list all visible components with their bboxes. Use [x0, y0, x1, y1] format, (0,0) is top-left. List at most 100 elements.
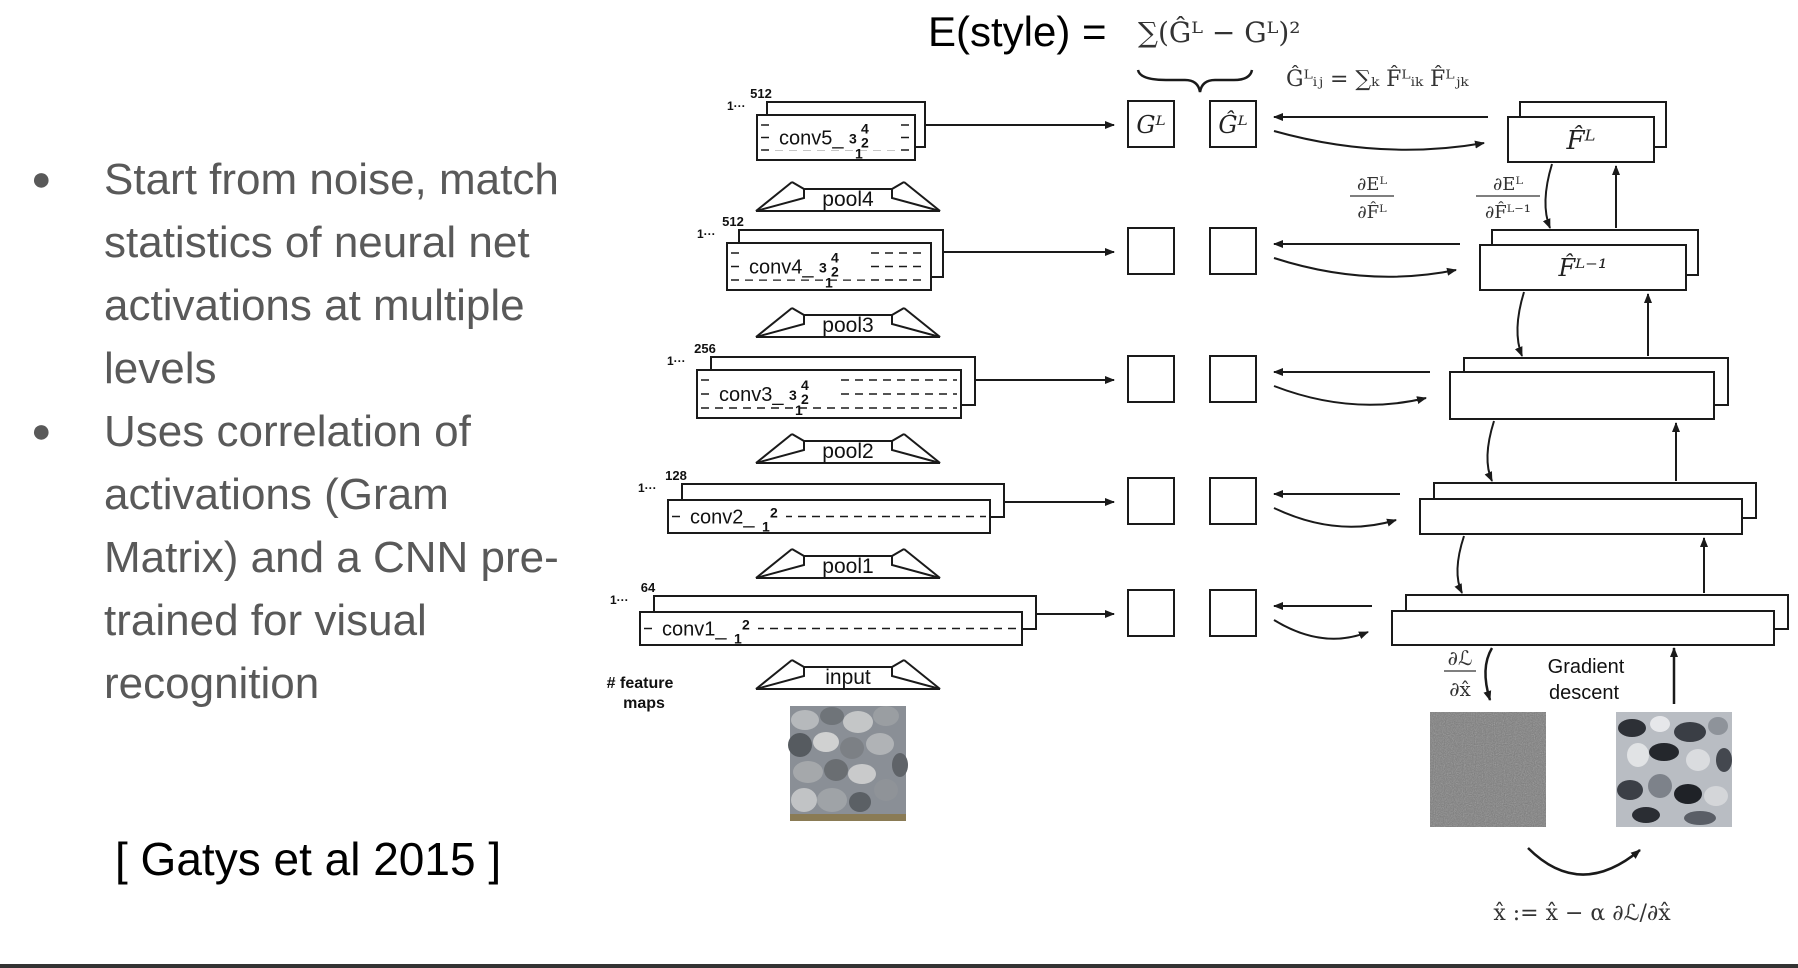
- gram-target-box: [1127, 477, 1175, 525]
- arrow-edge: [791, 548, 805, 557]
- arrow-edge: [791, 433, 805, 442]
- arrow-edge: [791, 307, 805, 316]
- gradient-arrow: [1483, 647, 1494, 701]
- update-curve-arrow: [1527, 847, 1641, 876]
- arrow-edge: [891, 659, 905, 668]
- gradient-descent-label: descent: [1549, 682, 1619, 704]
- arrow-edge: [755, 433, 793, 464]
- pool-arrow: pool3: [755, 307, 941, 338]
- conv-layer-label: conv5_: [779, 128, 844, 150]
- feature-map-one: 1···: [667, 354, 686, 368]
- feature-map-one: 1···: [727, 99, 746, 113]
- layer-index: 3: [819, 260, 827, 276]
- layer-index: 2: [801, 391, 809, 407]
- gram-generated-box: [1209, 355, 1257, 403]
- gram-row: [1127, 227, 1257, 275]
- bullet-list: ● Start from noise, match statistics of …: [25, 148, 580, 715]
- gram-row: [1127, 477, 1257, 525]
- backprop-down-arrow: [1484, 420, 1495, 482]
- stack-front-rect: [1449, 371, 1715, 420]
- update-rule: x̂ := x̂ − α ∂ℒ/∂x̂: [1493, 901, 1671, 926]
- feature-map-count: 512: [722, 214, 744, 229]
- stack-front-rect: [1507, 116, 1655, 163]
- gram-target-box: [1127, 227, 1175, 275]
- layer-index: 1: [825, 275, 833, 291]
- arrow-edge: [791, 659, 805, 668]
- gradient-back-arrow: [1273, 385, 1427, 406]
- generated-layer-block: [1273, 357, 1729, 482]
- gram-generated-box: [1209, 589, 1257, 637]
- arrow-edge: [903, 307, 941, 338]
- stack-front-rect: [1391, 610, 1775, 646]
- de-df2-denominator: ∂F̂ᴸ⁻¹: [1485, 201, 1531, 223]
- input-arrow: input: [755, 659, 941, 690]
- generated-layer-block: [1273, 229, 1699, 357]
- sum-formula: ∑(Ĝᴸ − Gᴸ)²: [1138, 15, 1300, 49]
- arrow-edge: [755, 659, 793, 690]
- layer-index: 2: [770, 505, 778, 521]
- backprop-down-arrow: [1542, 163, 1553, 229]
- bullet-dot-icon: ●: [31, 412, 52, 450]
- layer-index: 1: [855, 146, 863, 162]
- generated-layer-block: [1273, 594, 1789, 646]
- feature-map-one: 1···: [610, 593, 629, 607]
- arrow-edge: [791, 181, 805, 190]
- gram-generated-label: Ĝᴸ: [1218, 110, 1247, 139]
- feature-map-one: 1···: [638, 481, 657, 495]
- bottom-divider: [0, 964, 1798, 968]
- pool-label: pool3: [822, 314, 873, 337]
- dl-dx-denominator: ∂x̂: [1449, 677, 1471, 701]
- layer-index: 1: [762, 519, 770, 535]
- stack-front-rect: [1419, 498, 1743, 535]
- feature-maps-label: maps: [623, 695, 665, 712]
- bullet-item: ● Uses correlation of activations (Gram …: [25, 400, 580, 715]
- arrow-edge: [891, 307, 905, 316]
- generated-layer-block: [1273, 482, 1757, 594]
- noise-image: [1430, 712, 1546, 827]
- backprop-down-arrow: [1454, 535, 1465, 594]
- feature-hat-label: F̂ᴸ: [1566, 125, 1596, 156]
- layer-index: 1: [795, 402, 803, 418]
- pebble-input-image: [788, 706, 908, 821]
- gram-generated-box: [1209, 477, 1257, 525]
- feature-maps-label: # feature: [607, 675, 674, 692]
- arrow-edge: [755, 307, 793, 338]
- gram-row: [1127, 589, 1257, 637]
- arrow-edge: [903, 659, 941, 690]
- feature-map-one: 1···: [697, 227, 716, 241]
- gradient-descent-label: Gradient: [1548, 656, 1625, 678]
- layer-index: 2: [831, 264, 839, 280]
- gram-row: [1127, 355, 1257, 403]
- pool-label: pool4: [822, 188, 874, 211]
- arrow-edge: [891, 181, 905, 190]
- pool-arrow: pool1: [755, 548, 941, 579]
- style-loss-label: E(style) =: [928, 8, 1107, 55]
- network-layers: conv5_34215121···conv4_34215121···conv3_…: [610, 86, 1115, 647]
- arrow-edge: [755, 548, 793, 579]
- generated-layer-block: [1273, 101, 1667, 229]
- gram-target-box: [1127, 589, 1175, 637]
- stack-front-rect: [1479, 244, 1687, 291]
- layer-index: 4: [831, 250, 839, 266]
- pool-arrow: pool2: [755, 433, 941, 464]
- gram-row: Gᴸ Ĝᴸ: [1127, 100, 1257, 148]
- layer-index: 4: [861, 121, 869, 137]
- gram-target-label: Gᴸ: [1136, 111, 1165, 139]
- dl-dx-numerator: ∂ℒ: [1448, 646, 1473, 670]
- brace-icon: [1136, 69, 1254, 93]
- bullet-text: Start from noise, match statistics of ne…: [104, 155, 559, 393]
- arrow-edge: [903, 548, 941, 579]
- gram-target-box: [1127, 355, 1175, 403]
- bullet-text: Uses correlation of activations (Gram Ma…: [104, 407, 559, 708]
- gradient-back-arrow: [1273, 257, 1457, 278]
- pool-label: pool2: [822, 440, 873, 463]
- generated-stack: F̂ᴸF̂ᴸ⁻¹∂Eᴸ∂F̂ᴸ∂Eᴸ∂F̂ᴸ⁻¹: [1273, 101, 1789, 646]
- arrow-edge: [891, 433, 905, 442]
- gradient-back-arrow: [1273, 619, 1369, 640]
- arrow-edge: [755, 181, 793, 212]
- gram-generated-box: [1209, 100, 1257, 148]
